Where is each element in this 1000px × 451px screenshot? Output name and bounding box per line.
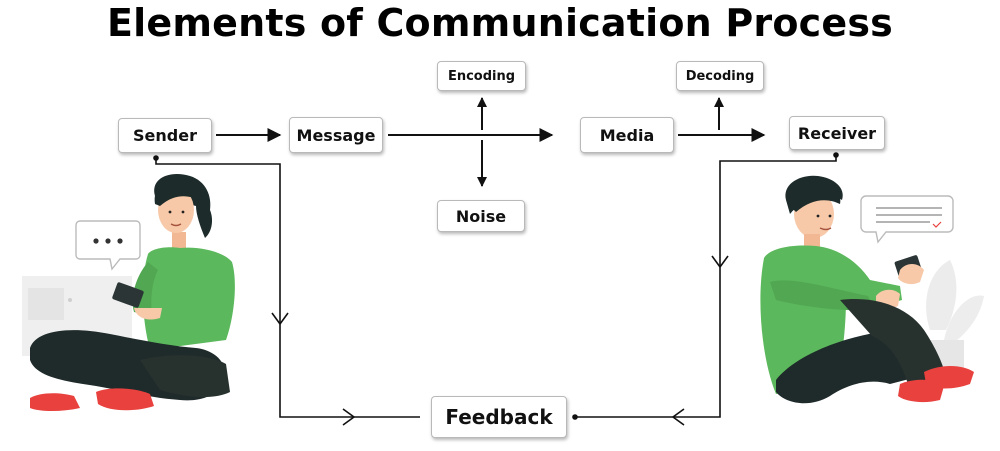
text-lines-speech-bubble-icon (860, 195, 954, 244)
node-receiver: Receiver (789, 116, 885, 150)
node-feedback: Feedback (431, 396, 567, 438)
receiver-person-illustration (760, 175, 984, 404)
node-decoding: Decoding (676, 61, 764, 91)
chevron-down-right (711, 255, 729, 269)
node-media: Media (580, 117, 674, 153)
chevron-left-bottom (671, 408, 685, 426)
feedback-path-left (155, 158, 420, 418)
node-noise: Noise (437, 200, 525, 232)
node-message: Message (289, 117, 383, 153)
node-sender: Sender (118, 118, 212, 153)
chevron-down-left (271, 312, 289, 326)
sender-person-illustration (22, 174, 235, 411)
connector-dot-feedback (572, 414, 578, 420)
chevron-right-bottom (342, 408, 356, 426)
typing-dots-speech-bubble-icon (75, 220, 141, 271)
diagram-title: Elements of Communication Process (107, 1, 893, 45)
node-encoding: Encoding (437, 61, 526, 91)
